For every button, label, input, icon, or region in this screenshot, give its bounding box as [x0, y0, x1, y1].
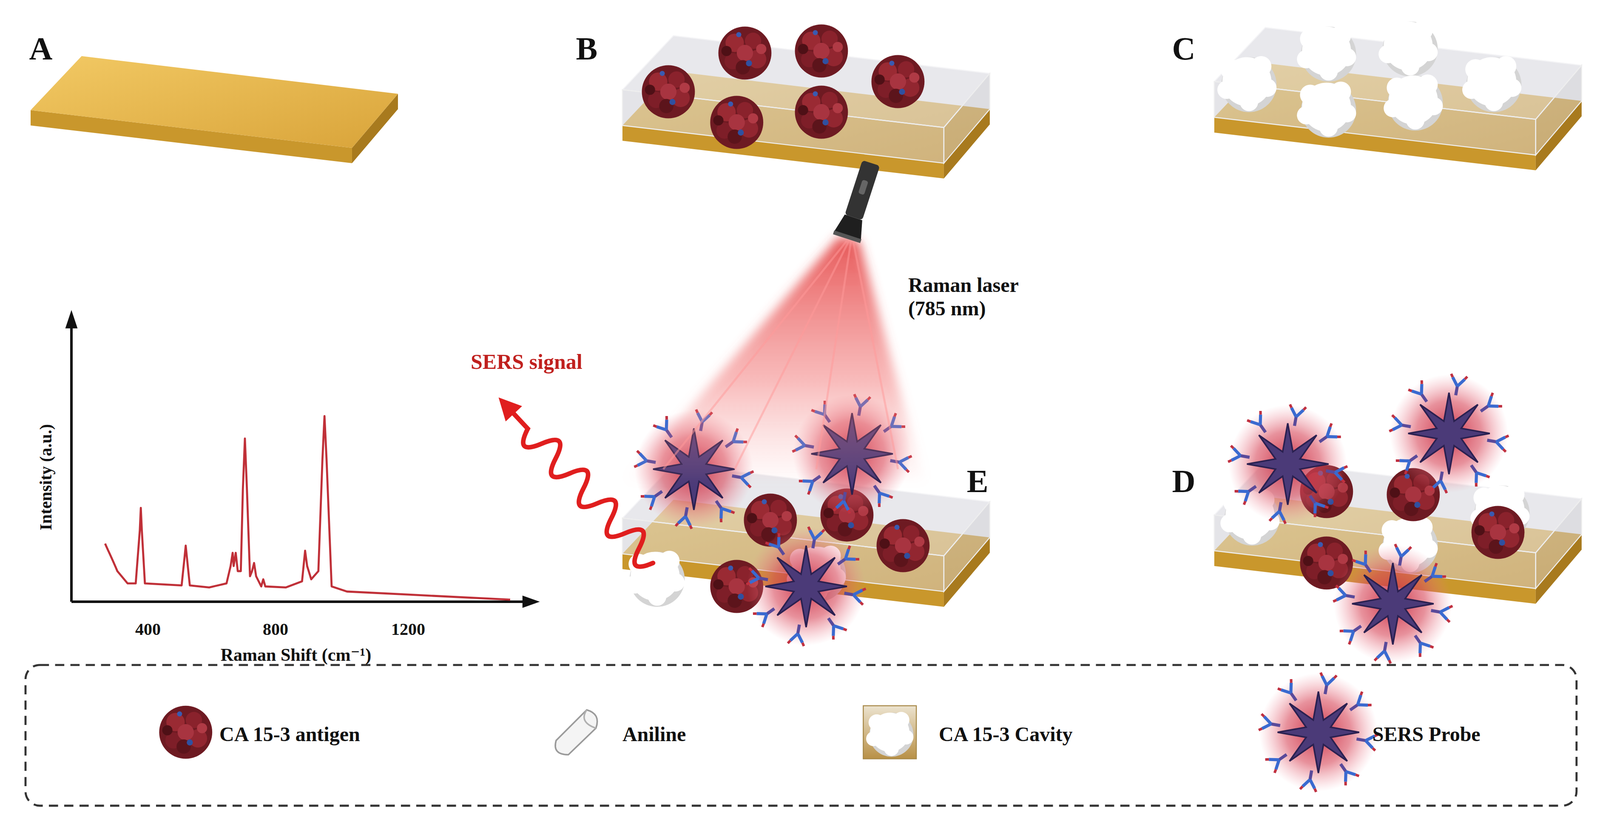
laser-beam: [627, 236, 924, 480]
panel-letter: E: [966, 463, 989, 501]
laser-label: Raman laser (785 nm): [908, 273, 1049, 321]
flashlight: [832, 158, 885, 244]
legend-text: CA 15-3 Cavity: [938, 722, 1073, 747]
legend-text: Aniline: [622, 722, 686, 747]
sers-signal-wave: [488, 387, 664, 573]
tick-label: 400: [135, 619, 161, 640]
legend-antigen-icon: [159, 706, 213, 760]
cavity-group: [1217, 20, 1522, 138]
tick-label: 1200: [391, 619, 426, 640]
legend-text: CA 15-3 antigen: [219, 722, 361, 747]
panel-letter: A: [29, 30, 53, 68]
panel-letter: B: [576, 30, 598, 68]
signal-label: SERS signal: [470, 349, 583, 375]
binding-contents: [1220, 374, 1530, 665]
legend-box: [25, 665, 1577, 807]
panel-letter: C: [1171, 30, 1196, 68]
legend-cavity-icon: [863, 706, 917, 760]
tick-label: 800: [262, 619, 289, 640]
legend-aniline-icon: [555, 710, 598, 756]
panel-letter: D: [1171, 463, 1196, 501]
x-axis-arrow: [522, 596, 540, 609]
raman-spectrum: [105, 416, 511, 600]
axis-title: Intensity (a.u.): [36, 424, 56, 531]
chart-axes: [71, 324, 526, 603]
laser-rays: [663, 240, 899, 470]
legend-text: SERS Probe: [1372, 722, 1481, 747]
legend-probe-icon: [1258, 673, 1379, 793]
axis-title: Raman Shift (cm⁻¹): [220, 645, 372, 666]
y-axis-arrow: [65, 310, 78, 329]
gold-substrate: [30, 56, 398, 164]
antigen-group: [642, 24, 925, 150]
